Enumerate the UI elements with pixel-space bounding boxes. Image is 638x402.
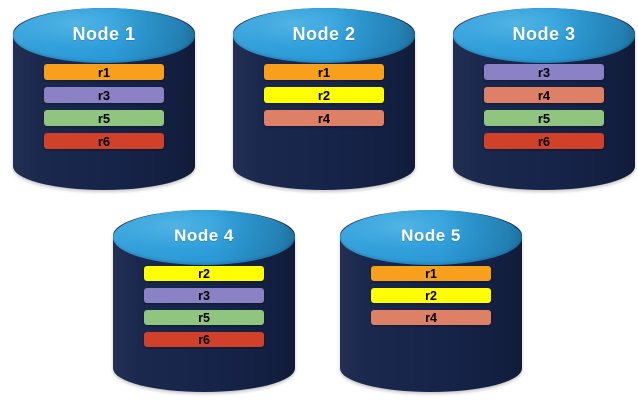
database-node-1[interactable]: Node 1 r1 r3 r5 r6 — [13, 8, 195, 190]
node-label: Node 2 — [292, 24, 356, 45]
replica-bar-r3[interactable]: r3 — [483, 64, 605, 81]
node-label: Node 4 — [174, 226, 234, 246]
replica-bar-r6[interactable]: r6 — [143, 332, 265, 348]
replica-bar-r2[interactable]: r2 — [263, 87, 385, 104]
replica-list: r3 r4 r5 r6 — [453, 64, 635, 156]
cylinder-top-icon — [13, 8, 195, 63]
cylinder-top-icon — [340, 210, 522, 265]
replica-list: r1 r3 r5 r6 — [13, 64, 195, 156]
replica-bar-r5[interactable]: r5 — [143, 310, 265, 326]
database-node-3[interactable]: Node 3 r3 r4 r5 r6 — [453, 8, 635, 190]
replica-bar-r1[interactable]: r1 — [43, 64, 165, 81]
replica-bar-r3[interactable]: r3 — [43, 87, 165, 104]
database-node-4[interactable]: Node 4 r2 r3 r5 r6 — [113, 210, 295, 392]
replica-bar-r3[interactable]: r3 — [143, 288, 265, 304]
node-label: Node 3 — [512, 24, 576, 45]
replica-bar-r2[interactable]: r2 — [370, 288, 492, 304]
database-node-2[interactable]: Node 2 r1 r2 r4 — [233, 8, 415, 190]
replica-bar-r4[interactable]: r4 — [263, 110, 385, 127]
replica-list: r1 r2 r4 — [340, 266, 522, 332]
replica-bar-r1[interactable]: r1 — [263, 64, 385, 81]
cylinder-top-icon — [233, 8, 415, 63]
replica-bar-r5[interactable]: r5 — [483, 110, 605, 127]
replica-bar-r6[interactable]: r6 — [43, 133, 165, 150]
replica-bar-r2[interactable]: r2 — [143, 266, 265, 282]
cylinder-top-icon — [113, 210, 295, 265]
replica-list: r2 r3 r5 r6 — [113, 266, 295, 354]
replica-bar-r4[interactable]: r4 — [370, 310, 492, 326]
node-label: Node 5 — [401, 226, 461, 246]
database-node-5[interactable]: Node 5 r1 r2 r4 — [340, 210, 522, 392]
replica-bar-r5[interactable]: r5 — [43, 110, 165, 127]
replica-bar-r1[interactable]: r1 — [370, 266, 492, 282]
replica-bar-r4[interactable]: r4 — [483, 87, 605, 104]
replica-bar-r6[interactable]: r6 — [483, 133, 605, 150]
node-label: Node 1 — [72, 24, 136, 45]
replica-list: r1 r2 r4 — [233, 64, 415, 133]
cylinder-top-icon — [453, 8, 635, 63]
